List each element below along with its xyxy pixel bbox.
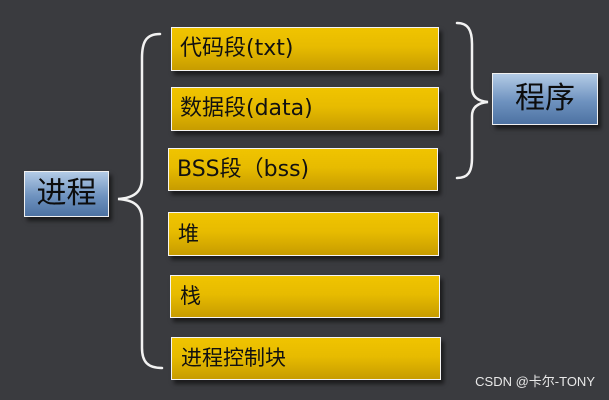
program-label-box: 程序 (492, 73, 598, 125)
watermark: CSDN @卡尔-TONY (475, 374, 595, 389)
process-label: 进程 (36, 176, 97, 211)
heap-label: 堆 (178, 221, 199, 246)
stack-label: 栈 (180, 284, 201, 308)
stack-box: 栈 (170, 275, 440, 318)
pcb-label: 进程控制块 (181, 346, 286, 370)
heap-box: 堆 (168, 212, 439, 256)
pcb-box: 进程控制块 (171, 337, 441, 380)
process-brace (117, 32, 164, 370)
bss-segment-label: BSS段（bss) (177, 156, 310, 182)
code-segment-label: 代码段(txt) (180, 36, 294, 61)
program-brace (455, 21, 489, 180)
process-label-box: 进程 (24, 171, 109, 217)
code-segment-box: 代码段(txt) (171, 27, 439, 71)
data-segment-box: 数据段(data) (171, 87, 439, 131)
program-label: 程序 (515, 81, 575, 116)
data-segment-label: 数据段(data) (180, 96, 313, 121)
bss-segment-box: BSS段（bss) (168, 148, 438, 191)
